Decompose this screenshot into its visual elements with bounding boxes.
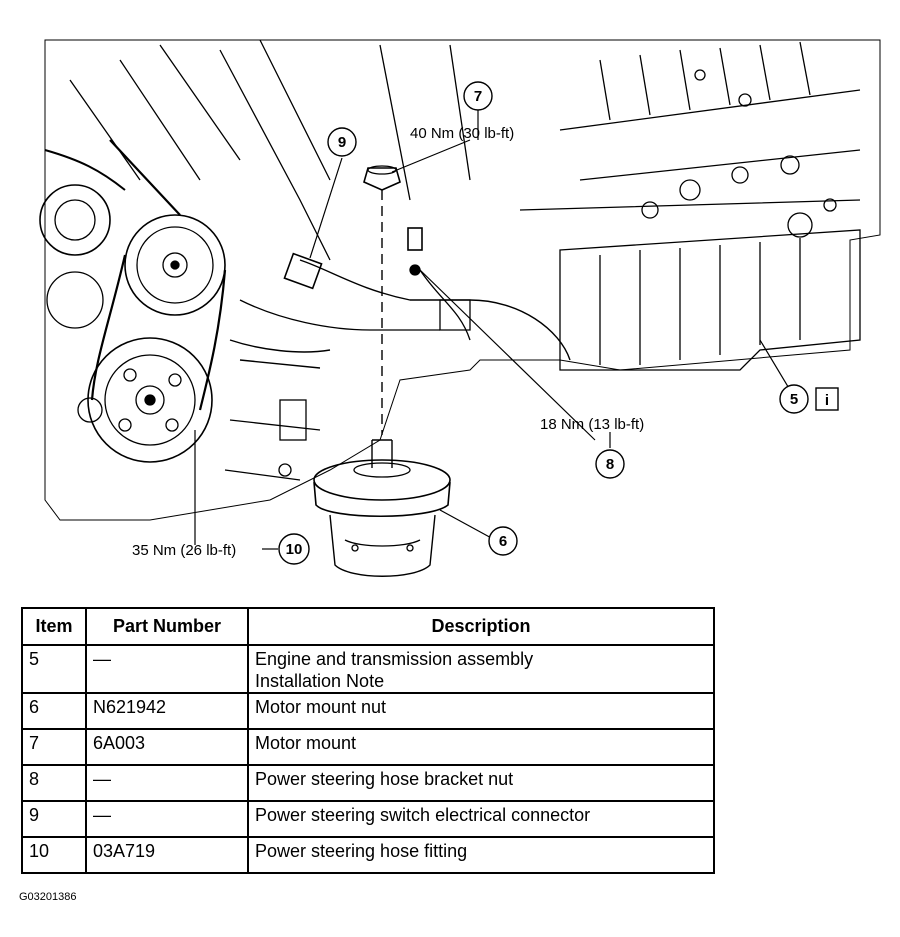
- callout-6: [488, 526, 518, 556]
- callout-9-label: 9: [338, 134, 346, 151]
- motor-mount-top: [313, 459, 451, 501]
- cell-description: Power steering hose bracket nut: [247, 764, 715, 802]
- cell-description: Motor mount: [247, 728, 715, 766]
- engine-diagram: 7 9 5 8 6 10 i 40 Nm (30 lb-ft) 18 Nm (1…: [39, 39, 881, 577]
- cell-part-number: —: [85, 800, 249, 838]
- ac-compressor-pulley: [87, 337, 213, 463]
- cell-item: 6: [21, 692, 87, 730]
- table-row: 10 03A719 Power steering hose fitting: [21, 836, 715, 874]
- callout-8-label: 8: [606, 456, 614, 473]
- table-row: 8 — Power steering hose bracket nut: [21, 764, 715, 802]
- cell-part-number: 03A719: [85, 836, 249, 874]
- motor-mount-nut: [363, 167, 401, 191]
- description-line: Motor mount: [255, 733, 357, 753]
- info-icon-label: i: [825, 392, 829, 409]
- serpentine-belt: [90, 139, 227, 411]
- parts-table: Item Part Number Description 5 — Engine …: [21, 607, 715, 874]
- callout-7-label: 7: [474, 88, 482, 105]
- callout-6-label: 6: [499, 533, 507, 550]
- callout-9: [327, 127, 357, 157]
- torque-label-8: 18 Nm (13 lb-ft): [540, 416, 644, 433]
- torque-label-7: 40 Nm (30 lb-ft): [410, 125, 514, 142]
- info-icon: [815, 387, 839, 411]
- installation-note-link[interactable]: Installation Note: [255, 671, 385, 691]
- cell-item: 7: [21, 728, 87, 766]
- callout-7: [463, 81, 493, 111]
- description-line: Engine and transmission assembly: [255, 649, 534, 669]
- motor-mount-body: [313, 481, 451, 518]
- callout-5: [779, 384, 809, 414]
- cell-description: Motor mount nut: [247, 692, 715, 730]
- table-row: 6 N621942 Motor mount nut: [21, 692, 715, 730]
- cell-item: 9: [21, 800, 87, 838]
- callout-10-label: 10: [286, 541, 303, 558]
- description-line: Motor mount nut: [255, 697, 387, 717]
- table-header-row: Item Part Number Description: [21, 607, 715, 646]
- cell-item: 5: [21, 644, 87, 694]
- torque-label-10: 35 Nm (26 lb-ft): [132, 542, 236, 559]
- callout-10: [278, 533, 310, 565]
- header-description: Description: [247, 607, 715, 646]
- cell-part-number: —: [85, 764, 249, 802]
- table-row: 9 — Power steering switch electrical con…: [21, 800, 715, 838]
- header-item: Item: [21, 607, 87, 646]
- engine-block-outline: [44, 39, 881, 521]
- cell-description: Power steering hose fitting: [247, 836, 715, 874]
- callout-8: [595, 449, 625, 479]
- description-line: Power steering hose bracket nut: [255, 769, 514, 789]
- description-line: Power steering switch electrical connect…: [255, 805, 591, 825]
- bracket-nut: [407, 227, 423, 251]
- header-part-number: Part Number: [85, 607, 249, 646]
- cell-part-number: 6A003: [85, 728, 249, 766]
- cell-part-number: N621942: [85, 692, 249, 730]
- cell-description: Power steering switch electrical connect…: [247, 800, 715, 838]
- cell-description: Engine and transmission assembly Install…: [247, 644, 715, 694]
- figure-id: G03201386: [19, 891, 77, 903]
- description-line: Power steering hose fitting: [255, 841, 468, 861]
- transmission-pan: [559, 229, 861, 371]
- switch-connector: [283, 252, 323, 290]
- upper-pulley: [124, 214, 226, 316]
- cell-item: 8: [21, 764, 87, 802]
- callout-5-label: 5: [790, 391, 798, 408]
- table-row: 7 6A003 Motor mount: [21, 728, 715, 766]
- idler-pulley: [39, 184, 111, 256]
- cell-item: 10: [21, 836, 87, 874]
- table-row: 5 — Engine and transmission assembly Ins…: [21, 644, 715, 694]
- cell-part-number: —: [85, 644, 249, 694]
